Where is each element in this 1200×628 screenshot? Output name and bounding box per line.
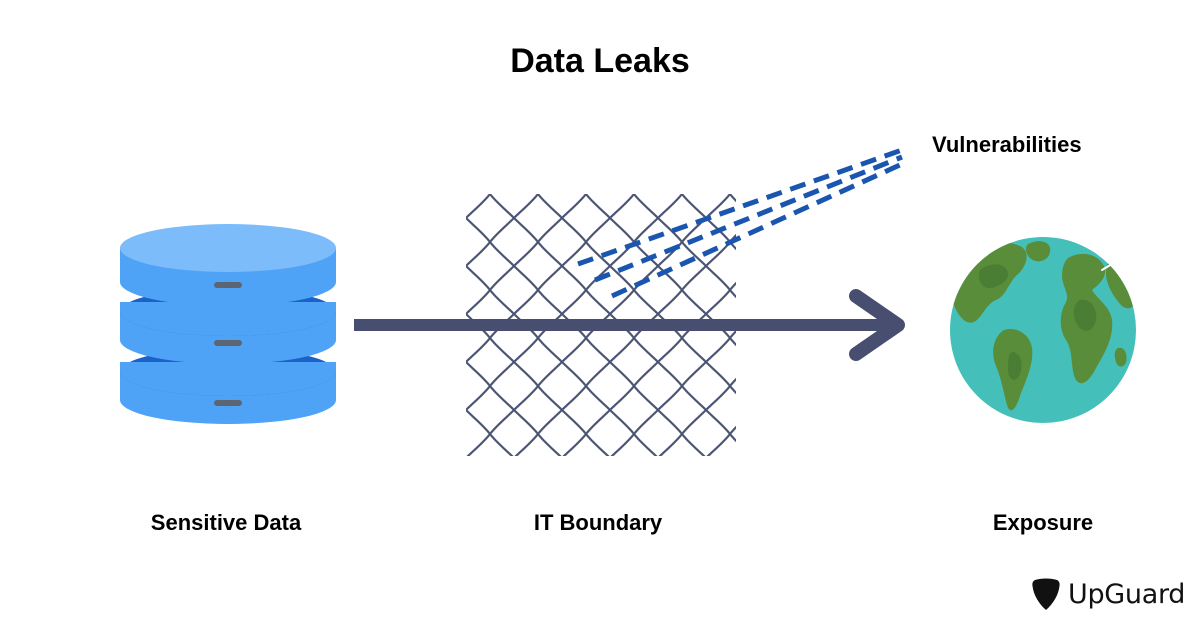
exposure-label: Exposure bbox=[992, 510, 1094, 535]
page-title: Data Leaks bbox=[510, 42, 690, 80]
brand-name: UpGuard bbox=[1068, 578, 1186, 610]
vulnerability-dashes bbox=[577, 147, 904, 299]
database-icon bbox=[120, 224, 336, 424]
upguard-logo: UpGuard bbox=[1032, 576, 1185, 612]
vulnerabilities-label: Vulnerabilities bbox=[932, 132, 1082, 157]
sensitive-data-label: Sensitive Data bbox=[150, 510, 302, 535]
arrow-right-icon bbox=[354, 289, 905, 361]
upguard-shield-icon bbox=[1032, 578, 1060, 610]
it-boundary-label: IT Boundary bbox=[533, 510, 663, 535]
globe-icon bbox=[950, 237, 1136, 423]
